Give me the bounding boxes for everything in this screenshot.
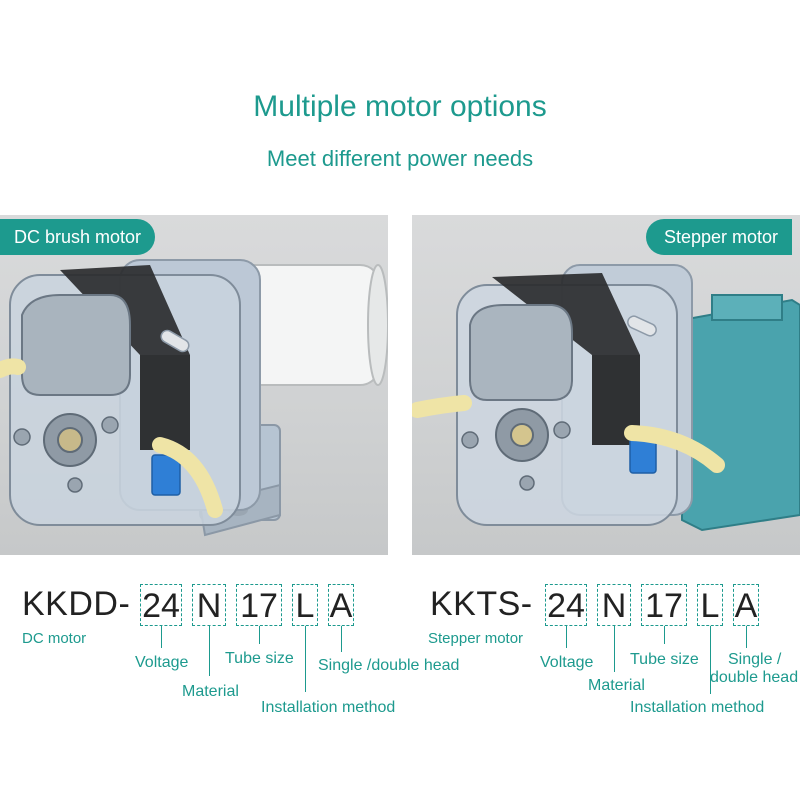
dc-pump-illustration xyxy=(0,259,388,537)
stepper-motor-body xyxy=(681,298,800,532)
stepper-motor-image xyxy=(412,215,800,555)
dc-code-tube-size: 17 xyxy=(236,584,282,626)
stepper-code-voltage: 24 xyxy=(545,584,587,626)
dc-model-prefix: KKDD- xyxy=(22,585,131,623)
page-title: Multiple motor options xyxy=(253,90,547,123)
dc-head-label: Single /double head xyxy=(318,657,460,674)
stepper-code-material: N xyxy=(597,584,631,626)
dc-motor-label: DC motor xyxy=(22,630,87,647)
stepper-code-head: A xyxy=(733,584,759,626)
stepper-pump-illustration xyxy=(412,264,800,532)
stepper-motor-badge: Stepper motor xyxy=(645,219,792,255)
dc-connector xyxy=(151,454,181,496)
dc-voltage-label: Voltage xyxy=(135,654,189,671)
stepper-material-label: Material xyxy=(588,677,645,694)
dc-code-material: N xyxy=(192,584,226,626)
stepper-tube xyxy=(624,425,725,473)
stepper-motor-label: Stepper motor xyxy=(428,630,524,647)
dc-tube-size-label: Tube size xyxy=(225,650,294,667)
page-subtitle: Meet different power needs xyxy=(266,146,534,171)
stepper-code-tube-size: 17 xyxy=(641,584,687,626)
stepper-tube-size-label: Tube size xyxy=(630,651,699,668)
stepper-head-label-line1: Single / xyxy=(728,651,782,668)
dc-code-installation: L xyxy=(292,584,318,626)
dc-motor-badge: DC brush motor xyxy=(0,219,156,255)
dc-code-voltage: 24 xyxy=(140,584,182,626)
stepper-voltage-label: Voltage xyxy=(540,654,594,671)
dc-motor-image xyxy=(0,215,388,555)
dc-installation-label: Installation method xyxy=(261,699,396,716)
dc-material-label: Material xyxy=(182,683,239,700)
stepper-code-installation: L xyxy=(697,584,723,626)
stepper-installation-label: Installation method xyxy=(630,699,765,716)
dc-code-head: A xyxy=(328,584,354,626)
dc-tube xyxy=(152,437,223,518)
stepper-head-label-line2: double head xyxy=(710,669,799,686)
stepper-model-prefix: KKTS- xyxy=(430,585,533,623)
